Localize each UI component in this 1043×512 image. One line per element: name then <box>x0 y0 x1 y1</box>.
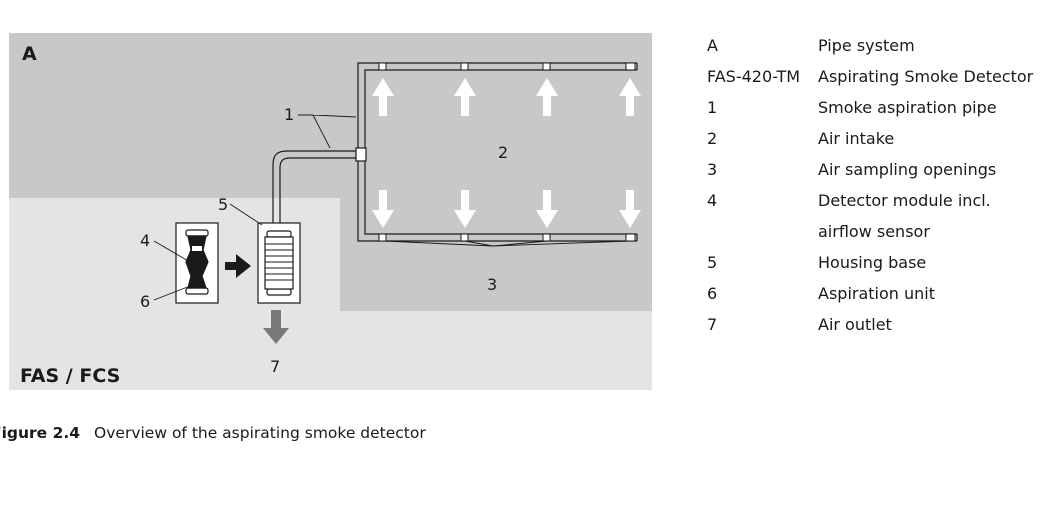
detector-core <box>264 236 294 290</box>
sampling-opening <box>460 233 469 242</box>
leader-6 <box>153 285 191 301</box>
housing-connector-bottom <box>266 288 292 296</box>
legend-row: 3 Air sampling openings <box>707 154 1043 185</box>
feed-pipe-inner <box>279 157 358 223</box>
sampling-opening <box>542 62 551 71</box>
leader-4 <box>153 240 191 263</box>
figure-caption: Figure 2.4 Overview of the aspirating smo… <box>0 424 426 442</box>
down-arrow-icon <box>454 190 476 228</box>
aspiration-connector-top <box>185 229 209 237</box>
legend-desc: Air sampling openings <box>818 160 997 179</box>
legend-desc: Housing base <box>818 253 927 272</box>
detector-module-body <box>185 235 209 289</box>
callout-7: 7 <box>270 357 280 376</box>
sampling-openings <box>378 62 636 242</box>
housing-connector-top <box>266 230 292 238</box>
legend-desc: Aspirating Smoke Detector <box>818 67 1034 86</box>
sampling-opening <box>625 62 636 71</box>
legend-row: A Pipe system <box>707 30 1043 61</box>
callout-4: 4 <box>140 231 150 250</box>
up-arrow-icon <box>372 78 394 116</box>
down-arrow-icon <box>372 190 394 228</box>
callout-1: 1 <box>284 105 294 124</box>
up-arrow-icon <box>536 78 558 116</box>
legend-desc: Air outlet <box>818 315 892 334</box>
legend-row: 5 Housing base <box>707 247 1043 278</box>
air-intake-arrows <box>372 78 641 228</box>
down-arrow-outlet-icon <box>263 310 289 344</box>
system-diagram: A FAS / FCS 1 2 3 4 5 6 7 <box>9 33 652 390</box>
legend-key: 1 <box>707 98 718 117</box>
zone-fas-region <box>9 198 652 390</box>
leader-5 <box>229 203 263 226</box>
sampling-opening <box>542 233 551 242</box>
legend-key: 3 <box>707 160 718 179</box>
leader-lines <box>153 114 631 301</box>
leader-3 <box>383 240 631 247</box>
legend-key: A <box>707 36 718 55</box>
pipe-tee-joint <box>355 147 367 162</box>
legend-row: 2 Air intake <box>707 123 1043 154</box>
callout-2: 2 <box>498 143 508 162</box>
legend-table: A Pipe system FAS-420-TM Aspirating Smok… <box>707 30 1043 340</box>
sampling-opening <box>625 233 636 242</box>
legend-key: 5 <box>707 253 718 272</box>
legend-desc: Detector module incl. airflow sensor <box>818 191 991 241</box>
legend-row: 4 Detector module incl. airflow sensor <box>707 185 1043 247</box>
callout-6: 6 <box>140 292 150 311</box>
housing-base <box>257 222 301 304</box>
sampling-opening <box>378 62 387 71</box>
legend-key: 6 <box>707 284 718 303</box>
down-arrow-icon <box>536 190 558 228</box>
feed-pipe-outer <box>272 150 358 223</box>
legend-key: 2 <box>707 129 718 148</box>
aspiration-connector-bottom <box>185 287 209 295</box>
pipe-system <box>272 62 638 242</box>
aspiration-unit <box>175 222 219 304</box>
legend-desc: Pipe system <box>818 36 915 55</box>
legend-row: FAS-420-TM Aspirating Smoke Detector <box>707 61 1043 92</box>
callout-3: 3 <box>487 275 497 294</box>
legend-desc: Air intake <box>818 129 895 148</box>
legend-desc: Aspiration unit <box>818 284 935 303</box>
legend-row: 1 Smoke aspiration pipe <box>707 92 1043 123</box>
leader-1 <box>298 114 357 149</box>
detector-fins <box>265 243 293 281</box>
up-arrow-icon <box>619 78 641 116</box>
up-arrow-icon <box>454 78 476 116</box>
legend-desc: Smoke aspiration pipe <box>818 98 997 117</box>
sampling-opening <box>378 233 387 242</box>
callout-5: 5 <box>218 195 228 214</box>
figure-caption-text: Overview of the aspirating smoke detecto… <box>94 424 426 442</box>
zone-a-extension <box>340 195 652 311</box>
down-arrow-icon <box>619 190 641 228</box>
zone-a-label: A <box>22 43 37 65</box>
legend-row: 6 Aspiration unit <box>707 278 1043 309</box>
legend-key: 7 <box>707 315 718 334</box>
figure-label: Figure 2.4 <box>0 424 81 442</box>
airflow-sensor-mark <box>192 246 202 251</box>
zone-fas-label: FAS / FCS <box>20 365 120 387</box>
sampling-opening <box>460 62 469 71</box>
legend-key: FAS-420-TM <box>707 67 801 86</box>
legend-row: 7 Air outlet <box>707 309 1043 340</box>
legend-key: 4 <box>707 191 718 210</box>
right-arrow-icon <box>225 254 251 278</box>
